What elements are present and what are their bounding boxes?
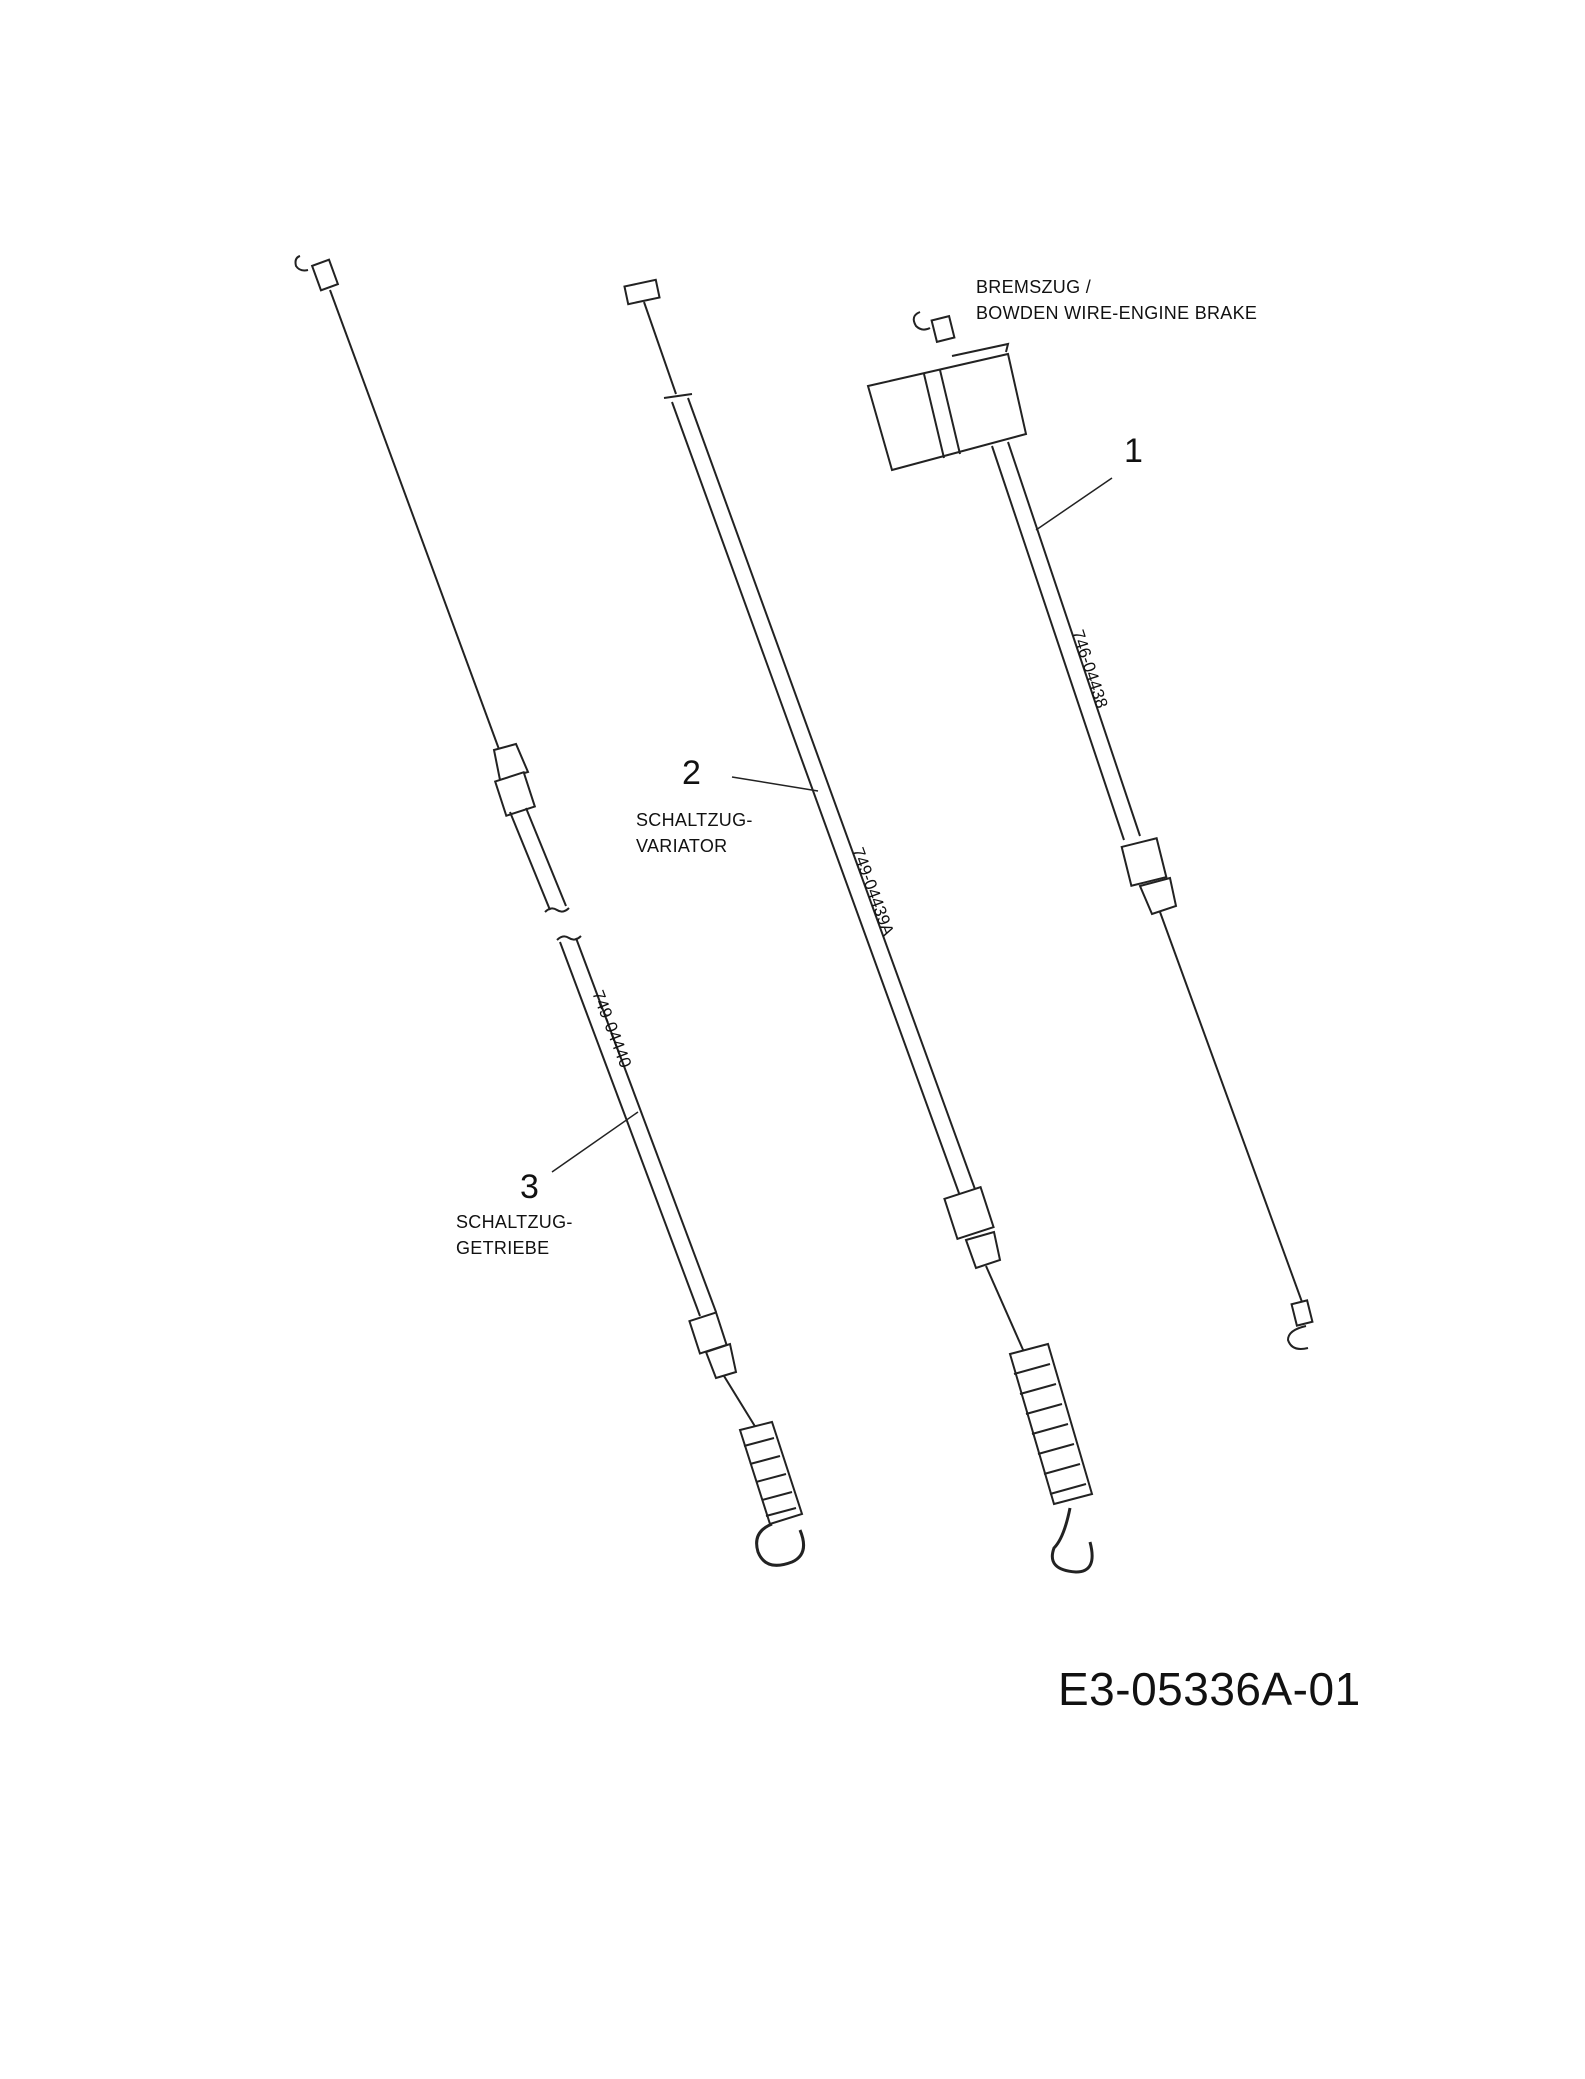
cable-2-top-nipple [623,278,661,306]
leader-line-3 [551,1111,639,1173]
cable-1-top-hook [912,311,931,331]
cable-2-adjuster-body [943,1185,995,1241]
cable-2-lower-wire [985,1265,1025,1353]
cable-1-part-number: 746-04438 [1068,627,1111,710]
cable-3-spring [738,1420,804,1526]
cable-3-lower-adjuster-cap [704,1342,738,1380]
part-3-label-line-2: GETRIEBE [456,1238,549,1258]
callout-number-2: 2 [682,754,701,792]
callout-number-1: 1 [1124,432,1143,470]
cable-1-bottom-ferrule [1290,1299,1314,1327]
cable-3-break-top [544,907,570,913]
cable-3-bottom-hook [755,1522,806,1567]
cable-3-inner-wire [329,289,501,753]
cable-3-break-bottom [556,935,582,941]
cable-1-adjuster-cap [1138,876,1178,916]
callout-2: 2 SCHALTZUG- VARIATOR [636,754,819,856]
cable-3-sheath-lower-a [559,941,701,1317]
cable-1-bracket [866,342,1028,472]
callout-1: 1 BREMSZUG / BOWDEN WIRE-ENGINE BRAKE [976,277,1257,531]
drawing-code: E3-05336A-01 [1058,1663,1361,1715]
cable-3: 749-04440 [294,255,806,1567]
cable-3-lower-wire [723,1375,757,1429]
part-1-label-line-1: BREMSZUG / [976,277,1091,297]
cable-2-sheath-b [687,397,977,1193]
cable-2-adjuster-cap [964,1230,1002,1270]
cable-3-sheath-upper-a [509,811,551,911]
cable-3-sheath-lower-b [575,937,717,1313]
cable-3-adjuster-body [493,770,537,818]
cable-3-sheath-upper-b [525,807,567,907]
part-2-label-line-2: VARIATOR [636,836,727,856]
cable-3-adjuster-cap [492,742,530,782]
cable-1-sheath-b [1007,441,1141,837]
callout-number-3: 3 [520,1168,539,1206]
leader-line-1 [1035,477,1113,531]
cable-1: 746-04438 [866,311,1314,1350]
cable-2-bottom-hook [1050,1507,1094,1574]
cable-3-top-hook [294,255,309,272]
callout-3: 3 SCHALTZUG- GETRIEBE [456,1111,639,1258]
cable-3-top-ferrule [310,258,340,292]
cable-1-sheath-a [991,445,1125,841]
cable-1-lower-wire [1159,911,1303,1303]
cable-2-inner-wire [643,301,677,395]
cable-2-sheath-stop [663,393,693,399]
part-3-label-line-1: SCHALTZUG- [456,1212,573,1232]
cable-1-adjuster-body [1120,837,1168,887]
leader-line-2 [731,776,819,792]
cable-2-sheath-a [671,401,961,1197]
cable-1-bottom-hook [1286,1325,1309,1350]
part-2-label-line-1: SCHALTZUG- [636,810,753,830]
cable-2: 749-04439A [623,278,1094,1574]
part-1-label-line-2: BOWDEN WIRE-ENGINE BRAKE [976,303,1257,323]
cable-2-spring [1008,1342,1094,1506]
cable-1-top-ferrule [930,314,956,344]
cable-3-part-number: 749-04440 [588,988,635,1071]
cable-2-part-number: 749-04439A [848,845,898,939]
